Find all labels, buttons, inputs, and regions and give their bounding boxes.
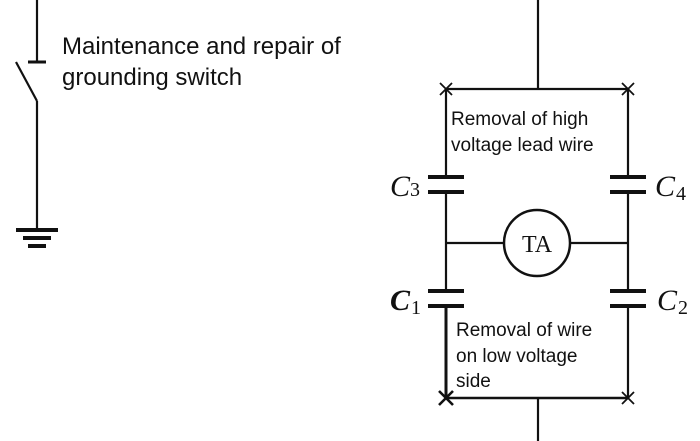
capacitor-letter: C [657, 284, 678, 317]
top-note-line1: Removal of high [451, 109, 588, 130]
disconnect-mark-icon [439, 82, 453, 96]
meter-circle-icon [502, 208, 572, 278]
capacitor-subscript: 2 [678, 297, 688, 319]
capacitor-letter: C [390, 284, 411, 317]
capacitor-letter: C [390, 170, 411, 203]
capacitor-label-c1: C 1 [390, 284, 421, 319]
top-note-line2: voltage lead wire [451, 135, 594, 156]
capacitor-letter: C [655, 170, 676, 203]
bottom-note-line2: on low voltage [456, 346, 577, 367]
capacitor-label-c4: C 4 [655, 170, 686, 205]
grounding-switch-label-line2: grounding switch [62, 64, 242, 91]
capacitor-label-c2: C 2 [657, 284, 688, 319]
capacitor-subscript: 4 [676, 183, 686, 205]
disconnect-mark-icon [621, 82, 635, 96]
capacitor-label-c3: C 3 [390, 170, 420, 203]
capacitor-subscript: 3 [410, 179, 420, 201]
capacitor-subscript: 1 [411, 297, 421, 319]
bottom-note-line1: Removal of wire [456, 320, 592, 341]
grounding-switch-label-line1: Maintenance and repair of [62, 33, 341, 60]
ground-symbol-icon [16, 228, 58, 248]
switch-blade [15, 61, 38, 102]
bottom-note-line3: side [456, 371, 491, 392]
meter-label: TA [522, 232, 553, 258]
grounding-switch [15, 0, 46, 229]
disconnect-mark-icon [438, 390, 454, 406]
bridge-circuit: TA [428, 0, 646, 441]
disconnect-mark-icon [621, 391, 635, 405]
